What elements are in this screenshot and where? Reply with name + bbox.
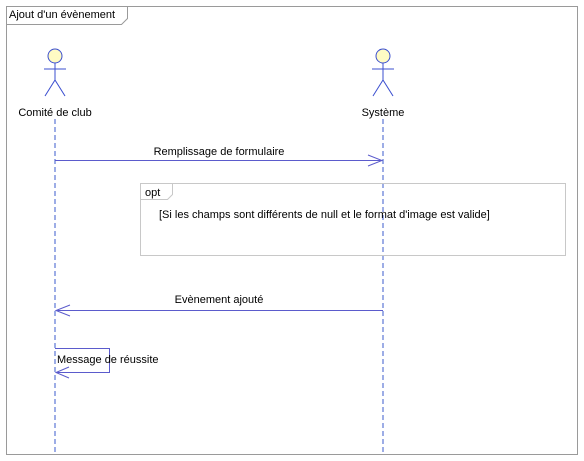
diagram-frame bbox=[6, 6, 578, 455]
message-remplissage-label: Remplissage de formulaire bbox=[154, 146, 285, 158]
actor-systeme: Système bbox=[362, 48, 405, 119]
fragment-opt-guard: [Si les champs sont différents de null e… bbox=[159, 209, 490, 221]
fragment-opt-tab bbox=[140, 183, 173, 200]
actor-comite-icon bbox=[44, 48, 66, 97]
diagram-frame-title: Ajout d'un évènement bbox=[9, 9, 115, 21]
actor-systeme-icon bbox=[372, 48, 394, 97]
message-evenement-ajoute-arrowhead-icon bbox=[54, 304, 71, 317]
message-reussite-label: Message de réussite bbox=[57, 354, 159, 366]
actor-systeme-label: Système bbox=[362, 107, 405, 119]
fragment-opt-operator: opt bbox=[145, 187, 160, 199]
message-reussite-arrowhead-icon bbox=[54, 366, 70, 379]
diagram-frame-tab bbox=[6, 6, 128, 25]
message-remplissage: Remplissage de formulaire bbox=[55, 146, 384, 167]
message-evenement-ajoute: Evènement ajouté bbox=[54, 294, 383, 317]
actor-comite-label: Comité de club bbox=[18, 107, 91, 119]
fragment-opt: opt [Si les champs sont différents de nu… bbox=[140, 183, 566, 256]
fragment-opt-frame bbox=[140, 183, 566, 256]
message-remplissage-arrowhead-icon bbox=[367, 154, 384, 167]
message-reussite-loop bbox=[55, 348, 110, 373]
message-evenement-ajoute-label: Evènement ajouté bbox=[175, 294, 264, 306]
actor-comite: Comité de club bbox=[18, 48, 92, 119]
message-reussite: Message de réussite bbox=[54, 348, 159, 379]
